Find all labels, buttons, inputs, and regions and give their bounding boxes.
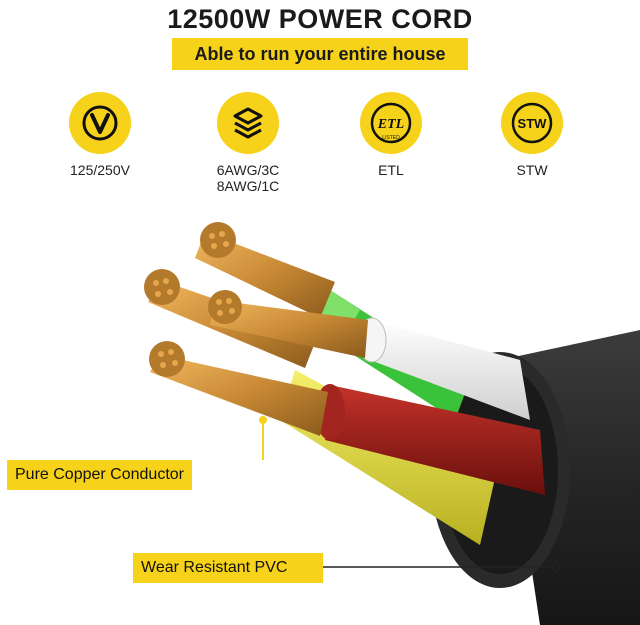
feature-voltage-label: 125/250V	[70, 162, 130, 178]
svg-text:ETL: ETL	[377, 117, 404, 132]
feature-voltage: 125/250V	[45, 92, 155, 178]
etl-listed-icon: ETL LISTED	[360, 92, 422, 154]
copper-callout-leader	[259, 416, 267, 460]
tagline-banner: Able to run your entire house	[172, 38, 468, 70]
feature-gauge-label: 6AWG/3C 8AWG/1C	[216, 162, 280, 194]
page-title: 12500W POWER CORD	[167, 4, 473, 34]
pvc-callout-leader	[322, 562, 561, 572]
copper-conductors	[144, 222, 368, 436]
feature-etl: ETL LISTED ETL	[336, 92, 446, 178]
layers-icon	[217, 92, 279, 154]
feature-gauge: 6AWG/3C 8AWG/1C	[193, 92, 303, 194]
feature-stw-label: STW	[516, 162, 548, 178]
stw-icon-text: STW	[518, 116, 548, 131]
pvc-jacket-callout: Wear Resistant PVC	[133, 553, 323, 583]
svg-text:LISTED: LISTED	[382, 135, 400, 141]
feature-stw: STW STW	[477, 92, 587, 178]
voltage-icon	[69, 92, 131, 154]
copper-conductor-callout: Pure Copper Conductor	[7, 460, 192, 490]
stw-icon: STW	[501, 92, 563, 154]
feature-etl-label: ETL	[378, 162, 404, 178]
